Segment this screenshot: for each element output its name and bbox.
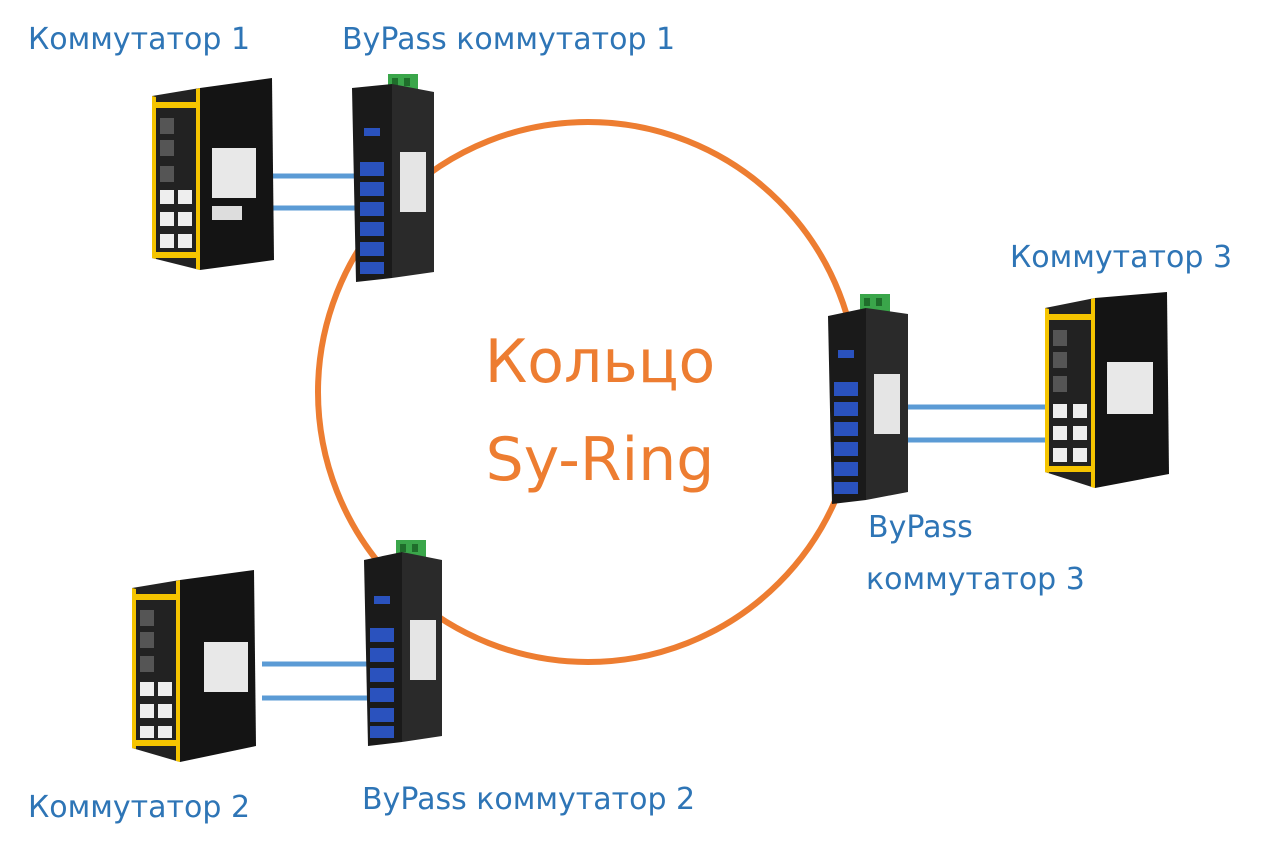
switch1-label: Коммутатор 1	[28, 22, 251, 57]
switch2-icon	[132, 570, 256, 762]
link-bypass3-switch3	[905, 404, 1048, 443]
bypass1-label: ByPass коммутатор 1	[342, 22, 676, 57]
bypass1-icon	[352, 74, 434, 282]
ring-title-line1: Кольцо	[484, 327, 716, 397]
bypass2-label: ByPass коммутатор 2	[362, 782, 696, 817]
switch1-icon	[152, 78, 274, 270]
switch3-label: Коммутатор 3	[1010, 240, 1233, 275]
bypass3-label-line2: коммутатор 3	[866, 562, 1085, 597]
bypass3-label-line1: ByPass	[868, 510, 973, 545]
ring-title-line2: Sy-Ring	[485, 425, 715, 495]
link-switch1-bypass1	[272, 173, 360, 211]
link-switch2-bypass2	[262, 661, 368, 701]
bypass3-icon	[828, 294, 908, 504]
switch3-icon	[1045, 292, 1169, 488]
switch2-label: Коммутатор 2	[28, 790, 251, 825]
bypass2-icon	[364, 540, 442, 746]
